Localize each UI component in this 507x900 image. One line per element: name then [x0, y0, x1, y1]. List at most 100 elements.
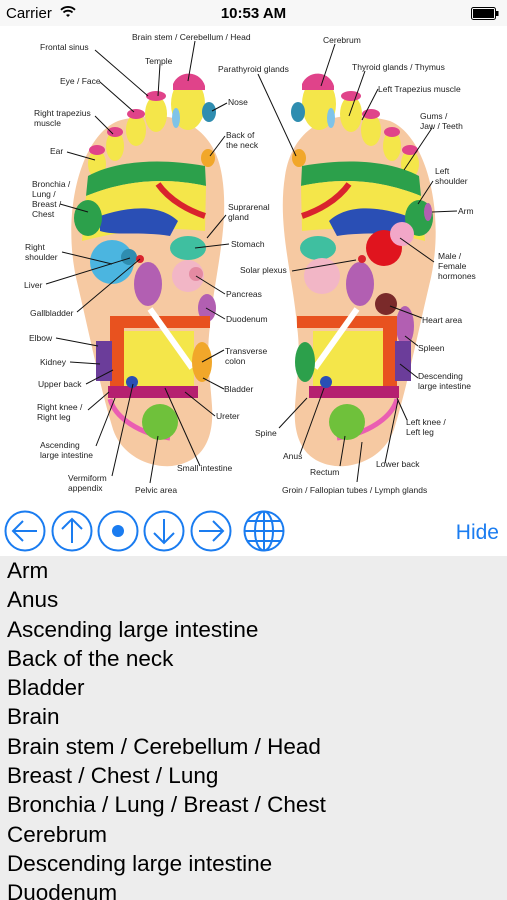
label-spine: Spine: [255, 428, 277, 438]
list-item[interactable]: Brain: [7, 704, 60, 730]
label-transverse: Transverse: [225, 346, 267, 356]
label-kidney: Kidney: [40, 357, 67, 367]
clock: 10:53 AM: [220, 5, 287, 22]
list-item[interactable]: Descending large intestine: [7, 850, 273, 876]
label-heart-area: Heart area: [422, 315, 462, 325]
label-left-knee: Left knee /: [406, 417, 446, 427]
label-left-trapezius: Left Trapezius muscle: [378, 84, 461, 94]
label-gums: Gums /: [420, 111, 448, 121]
feet-illustration: Frontal sinus Brain stem / Cerebellum / …: [24, 32, 476, 495]
label-back-neck-2: the neck: [226, 140, 259, 150]
label-groin: Groin / Fallopian tubes / Lymph glands: [282, 485, 427, 495]
label-elbow: Elbow: [29, 333, 53, 343]
list-item[interactable]: Breast / Chest / Lung: [7, 763, 219, 789]
labels-left-foot: Cerebrum Parathyroid glands Thyroid glan…: [218, 35, 476, 495]
list-item[interactable]: Bladder: [7, 675, 85, 701]
navigation-toolbar: Hide: [0, 504, 507, 556]
label-back-neck: Back of: [226, 130, 255, 140]
label-duodenum: Duodenum: [226, 314, 268, 324]
globe-icon: [243, 510, 285, 552]
arrow-left-icon: [4, 510, 46, 552]
arrow-right-icon: [190, 510, 232, 552]
label-male-female: Male /: [438, 251, 462, 261]
label-bronchia: Bronchia /: [32, 179, 71, 189]
label-rectum: Rectum: [310, 467, 339, 477]
left-foot-sole: [282, 73, 436, 467]
label-suprarenal-2: gland: [228, 212, 249, 222]
label-nose: Nose: [228, 97, 248, 107]
label-pancreas: Pancreas: [226, 289, 262, 299]
label-bronchia-3: Breast /: [32, 199, 62, 209]
label-ascending: Ascending: [40, 440, 80, 450]
label-left-shoulder-2: shoulder: [435, 176, 468, 186]
label-bronchia-4: Chest: [32, 209, 55, 219]
label-eye-face: Eye / Face: [60, 76, 101, 86]
arrow-up-icon: [51, 510, 93, 552]
label-vermiform: Vermiform: [68, 473, 107, 483]
label-male-female-3: hormones: [438, 271, 476, 281]
label-lower-back: Lower back: [376, 459, 420, 469]
label-right-trapezius: Right trapezius: [34, 108, 91, 118]
carrier-label: Carrier: [6, 5, 52, 22]
arrow-left-button[interactable]: [4, 510, 46, 552]
label-anus: Anus: [283, 451, 302, 461]
label-suprarenal: Suprarenal: [228, 202, 270, 212]
center-dot-icon: [97, 510, 139, 552]
label-liver: Liver: [24, 280, 43, 290]
label-solar-plexus: Solar plexus: [240, 265, 287, 275]
arrow-down-icon: [143, 510, 185, 552]
label-left-knee-2: Left leg: [406, 427, 434, 437]
list-item[interactable]: Brain stem / Cerebellum / Head: [7, 733, 321, 759]
label-frontal-sinus: Frontal sinus: [40, 42, 89, 52]
label-parathyroid: Parathyroid glands: [218, 64, 289, 74]
hide-button[interactable]: Hide: [455, 521, 499, 544]
label-descending: Descending: [418, 371, 463, 381]
arrow-down-button[interactable]: [143, 510, 185, 552]
label-temple: Temple: [145, 56, 173, 66]
label-ureter: Ureter: [216, 411, 240, 421]
label-left-shoulder: Left: [435, 166, 450, 176]
list-item[interactable]: Cerebrum: [7, 821, 108, 847]
right-foot-sole: [71, 73, 225, 467]
label-descending-2: large intestine: [418, 381, 471, 391]
label-right-knee-2: Right leg: [37, 412, 71, 422]
label-thyroid: Thyroid glands / Thymus: [352, 62, 445, 72]
label-ear: Ear: [50, 146, 63, 156]
wifi-icon: [60, 6, 76, 17]
battery-icon: [471, 7, 499, 20]
label-stomach: Stomach: [231, 239, 265, 249]
label-male-female-2: Female: [438, 261, 467, 271]
label-pelvic-area: Pelvic area: [135, 485, 177, 495]
label-gallbladder: Gallbladder: [30, 308, 74, 318]
label-right-shoulder: Right: [25, 242, 45, 252]
label-cerebrum: Cerebrum: [323, 35, 361, 45]
globe-button[interactable]: [243, 510, 285, 552]
list-item[interactable]: Anus: [7, 587, 59, 613]
status-bar: Carrier 10:53 AM: [0, 0, 507, 26]
label-right-shoulder-2: shoulder: [25, 252, 58, 262]
labels-right-foot: Frontal sinus Brain stem / Cerebellum / …: [24, 32, 270, 495]
label-brain-stem: Brain stem / Cerebellum / Head: [132, 32, 251, 42]
list-item[interactable]: Ascending large intestine: [7, 616, 259, 642]
leader-lines: [45, 40, 458, 484]
label-ascending-2: large intestine: [40, 450, 93, 460]
arrow-up-button[interactable]: [51, 510, 93, 552]
label-spleen: Spleen: [418, 343, 445, 353]
center-button[interactable]: [97, 510, 139, 552]
label-right-trapezius-2: muscle: [34, 118, 61, 128]
label-upper-back: Upper back: [38, 379, 82, 389]
list-item[interactable]: Duodenum: [7, 880, 118, 900]
list-item[interactable]: Bronchia / Lung / Breast / Chest: [7, 792, 326, 818]
label-arm: Arm: [458, 206, 474, 216]
label-small-intestine: Small intestine: [177, 463, 233, 473]
label-right-knee: Right knee /: [37, 402, 83, 412]
arrow-right-button[interactable]: [190, 510, 232, 552]
label-bronchia-2: Lung /: [32, 189, 56, 199]
label-transverse-2: colon: [225, 356, 246, 366]
foot-reflexology-map[interactable]: Frontal sinus Brain stem / Cerebellum / …: [0, 26, 507, 504]
label-vermiform-2: appendix: [68, 483, 103, 493]
list-item[interactable]: Arm: [7, 558, 49, 583]
list-item[interactable]: Back of the neck: [7, 645, 174, 671]
label-bladder: Bladder: [224, 384, 253, 394]
